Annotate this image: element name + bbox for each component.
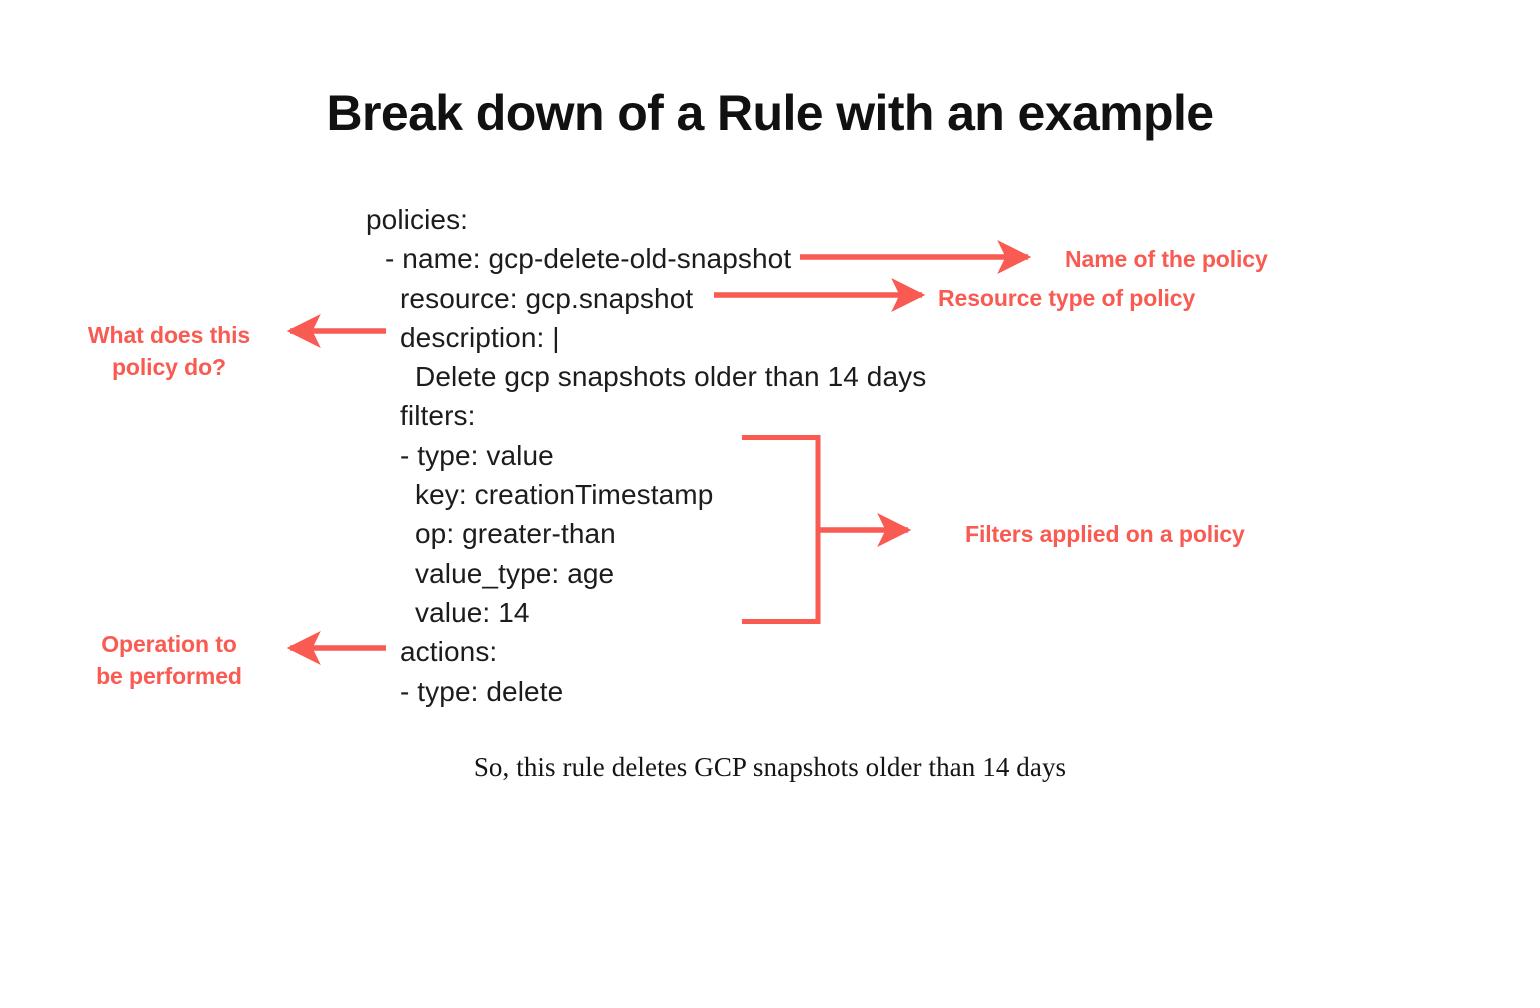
yaml-line: actions: bbox=[400, 636, 498, 668]
annotation-resource-type: Resource type of policy bbox=[938, 285, 1196, 311]
annotation-filters-applied: Filters applied on a policy bbox=[965, 521, 1245, 547]
yaml-line: op: greater-than bbox=[415, 518, 616, 550]
yaml-line: - type: delete bbox=[400, 675, 564, 707]
yaml-line: description: | bbox=[400, 321, 560, 353]
yaml-line: value: 14 bbox=[415, 596, 530, 628]
yaml-line: resource: gcp.snapshot bbox=[400, 282, 694, 314]
annotation-name-of-policy: Name of the policy bbox=[1065, 246, 1268, 272]
yaml-line: - type: value bbox=[400, 439, 554, 471]
annotation-operation-performed: Operation to be performed bbox=[96, 631, 242, 689]
yaml-line: - name: gcp-delete-old-snapshot bbox=[385, 243, 792, 275]
yaml-line: key: creationTimestamp bbox=[415, 479, 714, 511]
summary-caption: So, this rule deletes GCP snapshots olde… bbox=[473, 752, 1067, 782]
yaml-line: policies: bbox=[366, 204, 469, 235]
yaml-line: filters: bbox=[400, 400, 476, 432]
yaml-line: value_type: age bbox=[415, 557, 615, 589]
yaml-line: Delete gcp snapshots older than 14 days bbox=[415, 361, 927, 393]
annotation-what-does-policy-do: What does this policy do? bbox=[87, 322, 251, 380]
yaml-policy-block: policies: - name: gcp-delete-old-snapsho… bbox=[366, 200, 1086, 711]
page-title: Break down of a Rule with an example bbox=[326, 85, 1215, 141]
